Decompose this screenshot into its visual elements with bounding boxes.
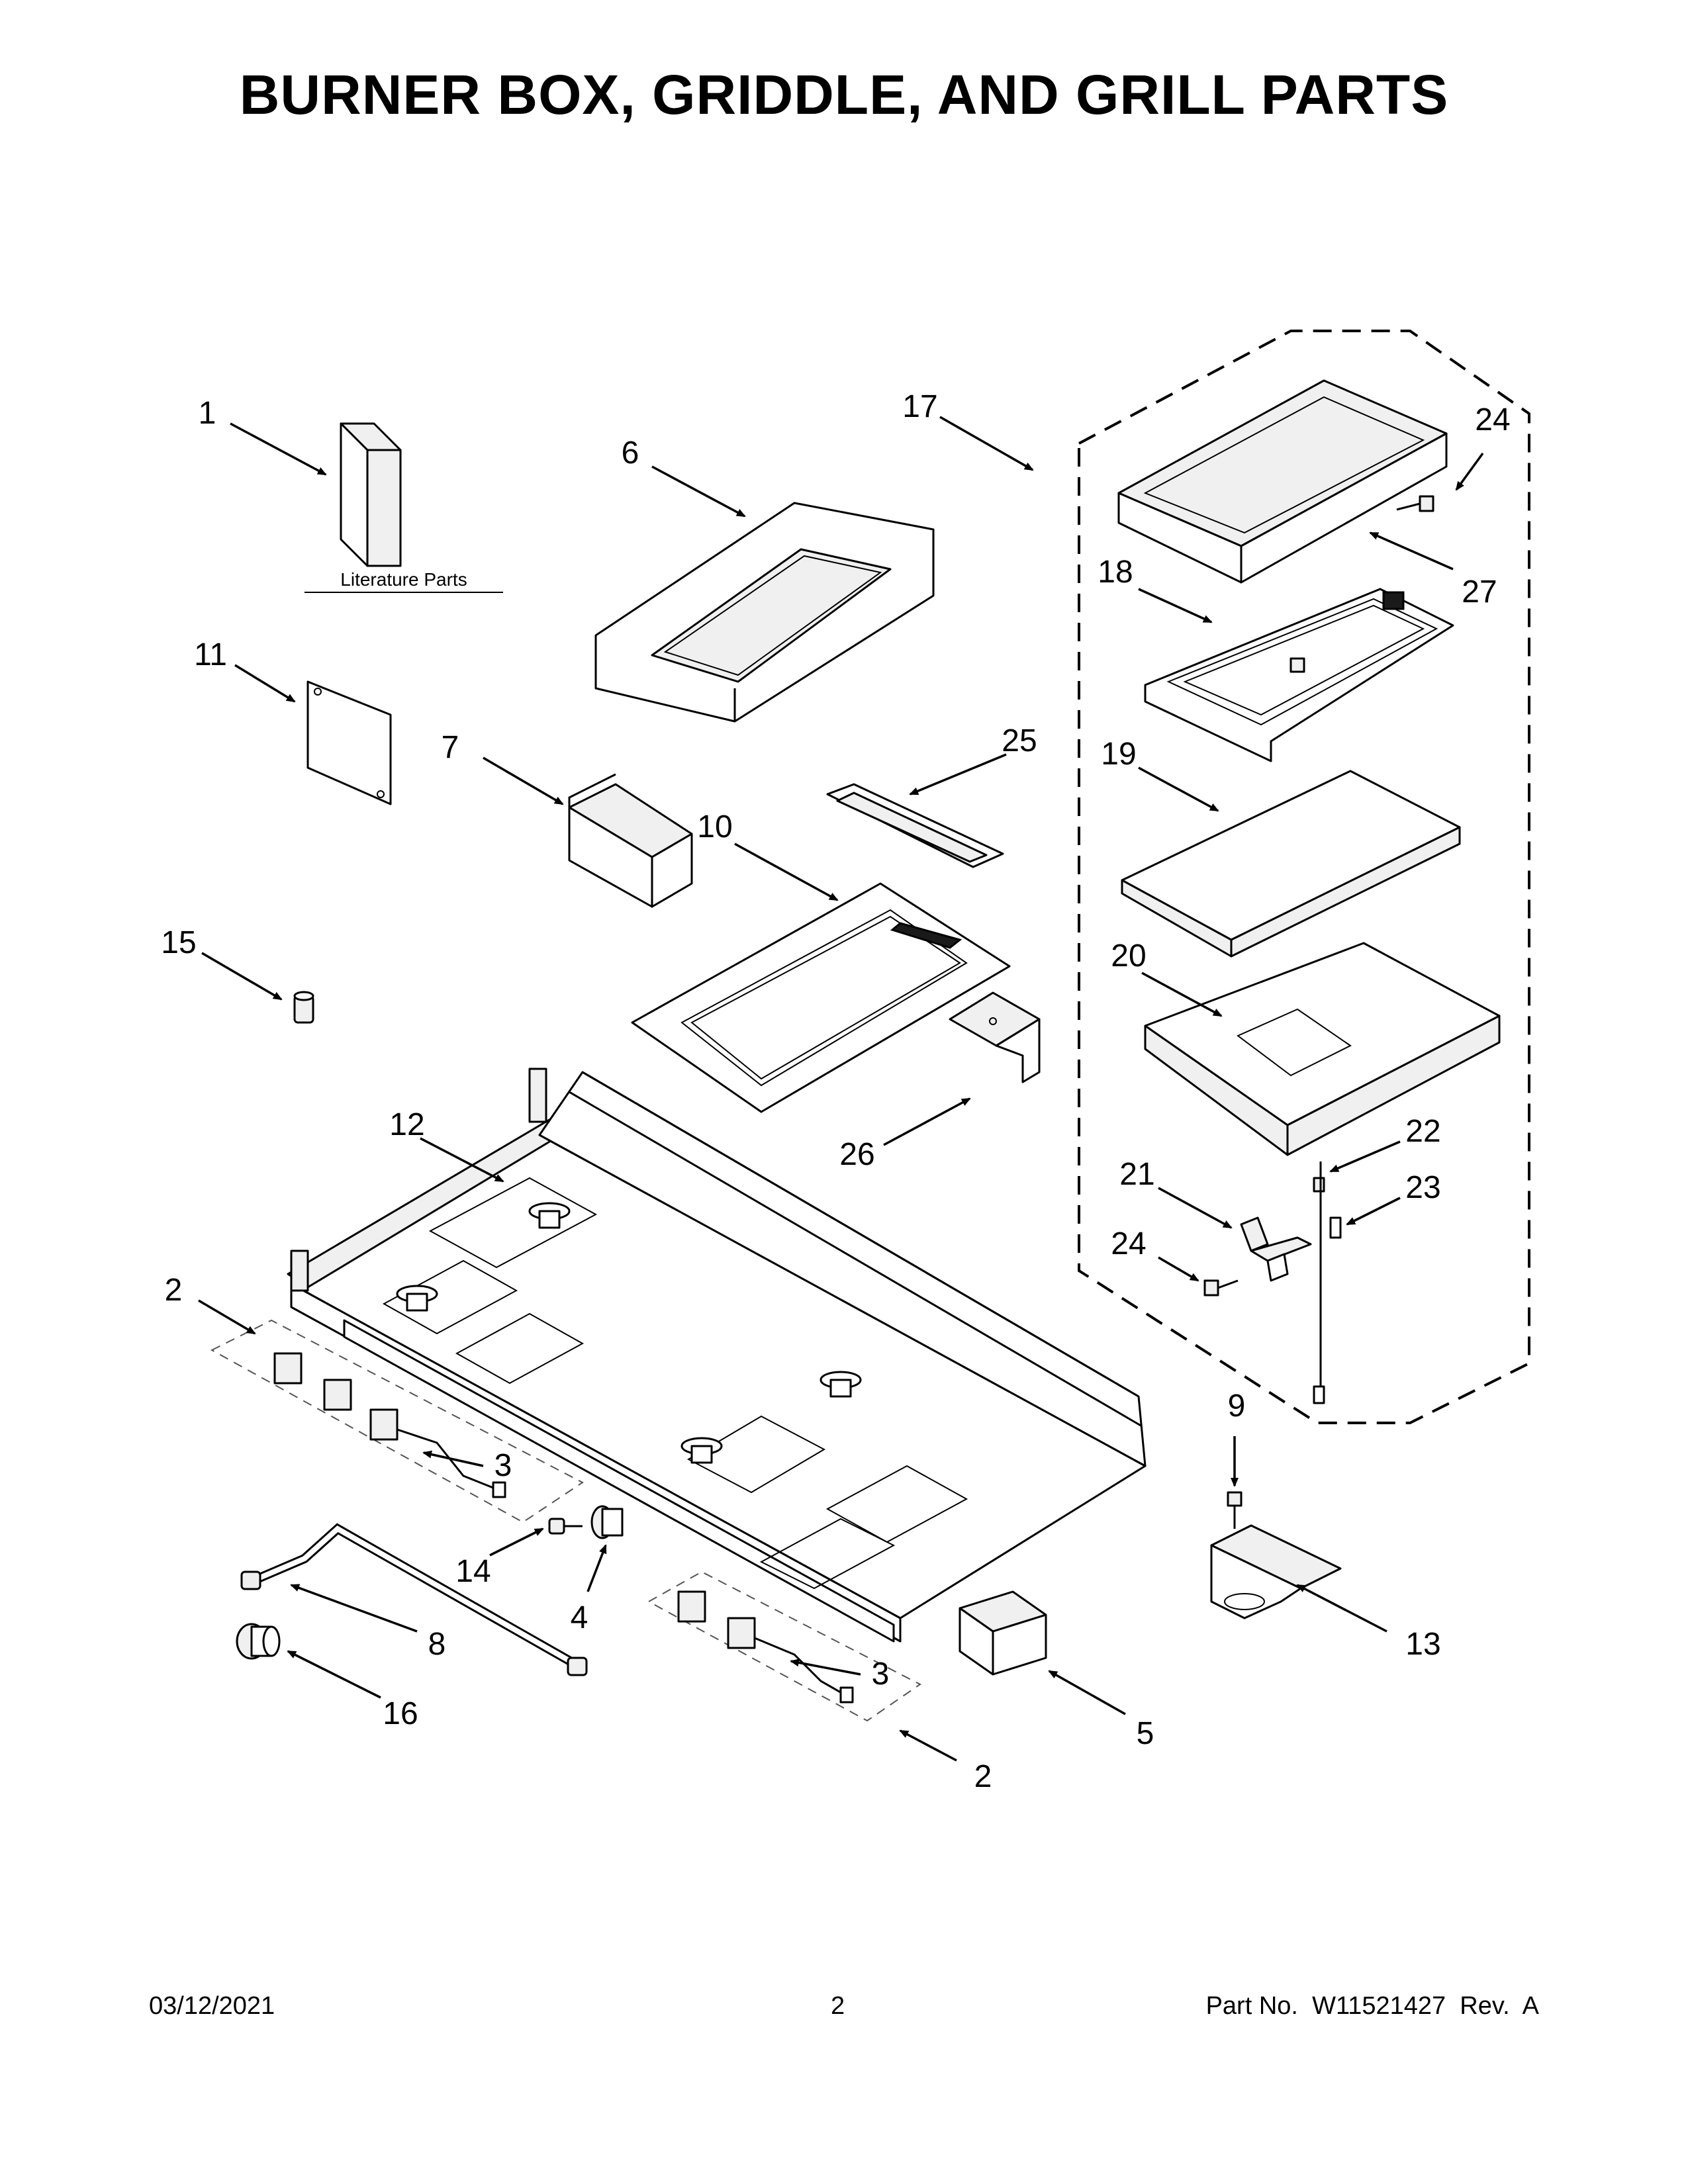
literature-parts-label: Literature Parts xyxy=(340,569,467,590)
part-griddle-tray xyxy=(594,502,935,723)
part-literature-booklet: Literature Parts xyxy=(305,422,503,593)
callout-17: 17 xyxy=(902,389,937,424)
part-spark-module xyxy=(959,1590,1047,1676)
griddle-assembly-outline xyxy=(1078,330,1530,1424)
part-hex-nut xyxy=(236,1623,281,1660)
callout-14: 14 xyxy=(455,1554,491,1589)
part-orifice-fitting xyxy=(293,991,314,1024)
callout-3: 3 xyxy=(494,1448,512,1483)
footer-page-number: 2 xyxy=(831,1992,845,2020)
part-burner-box-assembly xyxy=(287,1068,1147,1643)
part-valve-group-right xyxy=(647,1570,921,1722)
callout-20: 20 xyxy=(1111,938,1146,974)
callout-11: 11 xyxy=(194,637,227,672)
callout-25: 25 xyxy=(1002,723,1037,758)
part-bracket-box xyxy=(568,773,693,908)
page-title: BURNER BOX, GRIDDLE, AND GRILL PARTS xyxy=(239,64,1449,126)
callout-12: 12 xyxy=(389,1107,424,1142)
burner-head xyxy=(820,1371,862,1398)
part-temperature-sensor xyxy=(1313,1161,1342,1404)
callout-18: 18 xyxy=(1098,555,1133,590)
part-screw-24-top xyxy=(1396,495,1434,512)
leader-lines xyxy=(198,416,1484,1762)
callout-19: 19 xyxy=(1101,737,1136,772)
part-gas-manifold-tube xyxy=(240,1523,588,1676)
part-channel xyxy=(826,783,1004,868)
callout-26: 26 xyxy=(839,1137,874,1172)
burner-head xyxy=(396,1285,438,1312)
part-screw-24-bottom xyxy=(1203,1279,1239,1297)
part-drip-pan xyxy=(1144,942,1501,1156)
callout-24: 24 xyxy=(1111,1226,1146,1261)
callout-6: 6 xyxy=(622,435,639,471)
callout-7: 7 xyxy=(442,730,459,765)
callout-9: 9 xyxy=(1228,1388,1246,1424)
callout-5: 5 xyxy=(1137,1716,1154,1751)
burner-head xyxy=(528,1202,571,1229)
part-mounting-bracket xyxy=(1210,1524,1342,1619)
callout-24: 24 xyxy=(1475,402,1510,437)
callout-8: 8 xyxy=(428,1627,446,1662)
callout-16: 16 xyxy=(383,1696,418,1731)
part-griddle-gasket xyxy=(631,882,1011,1113)
part-small-bracket xyxy=(949,991,1041,1083)
callout-4: 4 xyxy=(571,1600,588,1635)
callout-2: 2 xyxy=(974,1759,992,1794)
part-cover-plate xyxy=(306,680,392,805)
part-griddle-plate xyxy=(1117,379,1448,584)
callout-23: 23 xyxy=(1405,1170,1440,1205)
callout-10: 10 xyxy=(697,809,732,844)
part-screw-fitting xyxy=(548,1518,583,1535)
callout-labels: 1 2 2 3 3 4 5 6 7 8 9 10 11 12 13 14 15 … xyxy=(161,389,1510,1794)
callout-3: 3 xyxy=(872,1657,890,1692)
callout-13: 13 xyxy=(1405,1627,1440,1662)
footer-date: 03/12/2021 xyxy=(149,1992,275,2020)
callout-1: 1 xyxy=(199,396,216,431)
footer-part-number: Part No. W11521427 Rev. A xyxy=(1205,1992,1539,2020)
callout-2: 2 xyxy=(165,1273,183,1308)
part-regulator-fitting xyxy=(590,1505,624,1539)
callout-15: 15 xyxy=(161,925,196,960)
part-insulation-pad xyxy=(1121,770,1461,958)
part-element-bracket xyxy=(1240,1216,1312,1282)
part-heating-element xyxy=(1144,588,1454,762)
callout-22: 22 xyxy=(1405,1114,1440,1149)
burner-head xyxy=(680,1437,723,1464)
callout-21: 21 xyxy=(1119,1157,1154,1192)
callout-27: 27 xyxy=(1462,574,1497,610)
part-screw xyxy=(1227,1491,1243,1529)
